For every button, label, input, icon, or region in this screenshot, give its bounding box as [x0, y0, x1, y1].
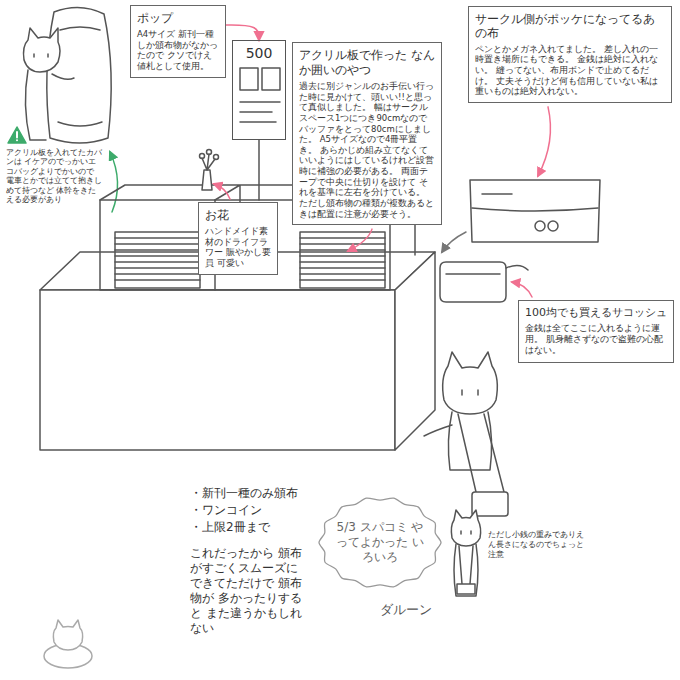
- flower: [200, 154, 205, 159]
- sacoche: [472, 492, 508, 516]
- glasses: [535, 221, 545, 231]
- cat-eyes: [462, 390, 478, 395]
- book-stack: [115, 232, 200, 288]
- bubble-text: 5/3 スパコミ やってよかった いろいろ: [336, 520, 424, 565]
- table-front: [40, 290, 395, 450]
- pocket-line: [472, 194, 598, 211]
- note-heading: お花: [205, 208, 271, 223]
- cat-head: [24, 28, 61, 72]
- warning-note: アクリル板を入れてたカバンは イケアのでっかいエコバッグよりでかいので 電車とか…: [6, 148, 102, 204]
- bag-detail: [58, 27, 102, 126]
- pop-sign: 500: [232, 40, 286, 140]
- pink-arrow: [538, 107, 550, 176]
- flower-note: お花ハンドメイド素材のドライフラワー 賑やかし要員 可愛い: [198, 202, 278, 275]
- grey-arrow: [442, 232, 466, 252]
- bullet-item: ・ワンコイン: [190, 503, 320, 518]
- note-body: 過去に別ジャンルのお手伝い行った時に見かけて、頭いい!!と思って真似しました。 …: [299, 81, 435, 219]
- sacoche-note: 100均でも買えるサコッシュ金銭は全てここに入れるように運用。 肌身離さずなので…: [518, 300, 674, 363]
- cat-body: [424, 412, 492, 470]
- big-bag: [47, 7, 111, 143]
- flower: [214, 155, 219, 160]
- note-heading: サークル側がポッケになってるあの布: [475, 12, 665, 41]
- cat-head: [451, 510, 480, 546]
- note-heading: アクリル板で作った なんか囲いのやつ: [299, 48, 435, 78]
- flower: [207, 150, 212, 155]
- bubble-outline: [319, 498, 441, 587]
- cat-head: [443, 352, 498, 414]
- sign-lines: [240, 102, 280, 122]
- note-heading: ポップ: [137, 11, 219, 26]
- pink-arrow: [512, 282, 532, 297]
- vase: [202, 170, 212, 190]
- bullet-item: ・新刊一種のみ頒布: [190, 486, 320, 501]
- book-stack: [300, 232, 385, 288]
- warning-mark: [16, 132, 18, 138]
- note-body: 金銭は全てここに入れるように運用。 肌身離さずなので盗難の心配はない。: [525, 323, 667, 357]
- sacoche-strap: [458, 414, 504, 492]
- price-text: 500: [235, 45, 283, 63]
- sign-picture: [240, 68, 258, 90]
- sign-stand: [258, 140, 260, 200]
- sacoche-strap: [459, 546, 473, 584]
- cat-body: [25, 70, 74, 140]
- table-side: [395, 252, 435, 450]
- book-pages: [115, 238, 200, 280]
- pointer-arrow: [226, 25, 259, 40]
- sign-picture: [262, 68, 280, 90]
- acrylic-note: アクリル板で作った なんか囲いのやつ過去に別ジャンルのお手伝い行った時に見かけて…: [292, 42, 442, 225]
- speech-bubble: 5/3 スパコミ やってよかった いろいろ: [316, 494, 444, 591]
- caution-note: ただし小銭の重みでありえん長さになるのでちょっと注意: [488, 530, 588, 560]
- book-pages: [300, 238, 385, 280]
- cat-head: [53, 620, 82, 650]
- note-body: A4サイズ 新刊一種しか頒布物がなかったので クソでけえ値札として使用。: [137, 29, 219, 72]
- pink-arrow: [348, 229, 372, 251]
- cloth-pocket: [470, 180, 600, 242]
- note-body: ハンドメイド素材のドライフラワー 賑やかし要員 可愛い: [205, 226, 271, 269]
- sacoche-zipper: [446, 265, 528, 274]
- cat-eyes: [461, 531, 471, 534]
- cat-eyes: [34, 54, 48, 57]
- sound-effect: ダルーン: [380, 602, 450, 618]
- cat-body: [454, 544, 478, 596]
- sacoche: [440, 262, 506, 302]
- pink-arrow: [214, 184, 230, 199]
- warning-icon: [8, 127, 26, 143]
- pop-note: ポップ A4サイズ 新刊一種しか頒布物がなかったので クソでけえ値札として使用。: [130, 5, 226, 78]
- glasses: [548, 221, 558, 231]
- warning-dot: [16, 139, 18, 141]
- note-body: ペンとかメガネ入れてました。 差し入れの一時置き場所にもできる。 金銭は絶対に入…: [475, 44, 665, 97]
- green-arrow: [110, 152, 118, 212]
- note-heading: 100均でも買えるサコッシュ: [525, 306, 667, 320]
- sacoche: [457, 584, 475, 594]
- bullet-item: ・上限2冊まで: [190, 520, 320, 535]
- comment: これだったから 頒布がすごくスムーズに できてただけで 頒布物が 多かったりする…: [190, 546, 312, 636]
- pocket-note: サークル側がポッケになってるあの布ペンとかメガネ入れてました。 差し入れの一時置…: [468, 6, 672, 103]
